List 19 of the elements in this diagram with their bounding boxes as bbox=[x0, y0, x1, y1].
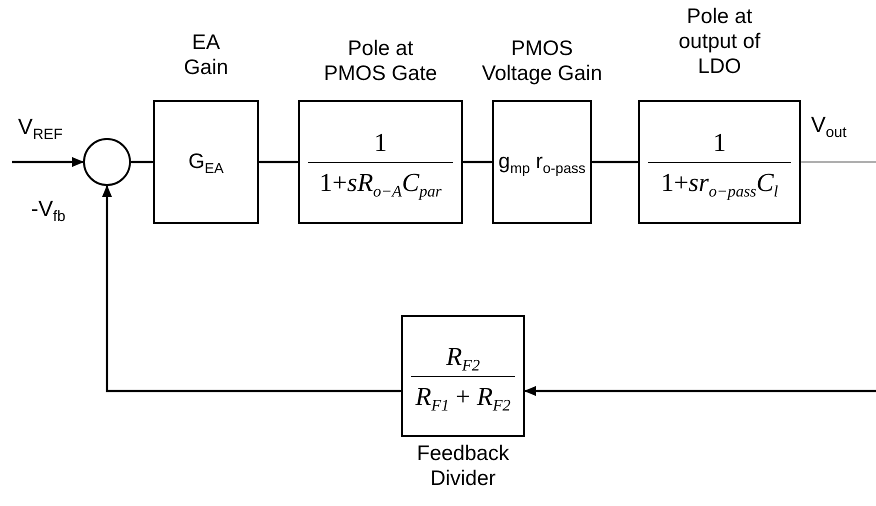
numerator: 1 bbox=[713, 128, 726, 157]
arrow bbox=[102, 185, 401, 392]
block-title: EA Gain bbox=[182, 30, 230, 80]
denominator: R$_{F1}$ + R$_{F2}$ bbox=[415, 382, 511, 411]
block-title: Feedback Divider bbox=[416, 441, 510, 491]
numerator: R$_{F2}$ bbox=[446, 342, 480, 371]
block-title: PMOS Voltage Gain bbox=[480, 36, 604, 86]
arrow bbox=[524, 386, 876, 396]
block-title: Pole at PMOS Gate bbox=[322, 36, 438, 86]
numerator: 1 bbox=[374, 128, 387, 157]
connector-line bbox=[463, 160, 492, 164]
connector-line bbox=[259, 160, 298, 164]
arrow bbox=[12, 157, 84, 167]
block-title: Pole at output of LDO bbox=[678, 4, 762, 79]
connector-line bbox=[131, 160, 153, 164]
summing-junction-circle bbox=[83, 138, 131, 186]
gain-expression: G$_{EA}$ bbox=[188, 150, 224, 173]
connector-line bbox=[592, 160, 638, 164]
connector-line bbox=[801, 161, 876, 163]
